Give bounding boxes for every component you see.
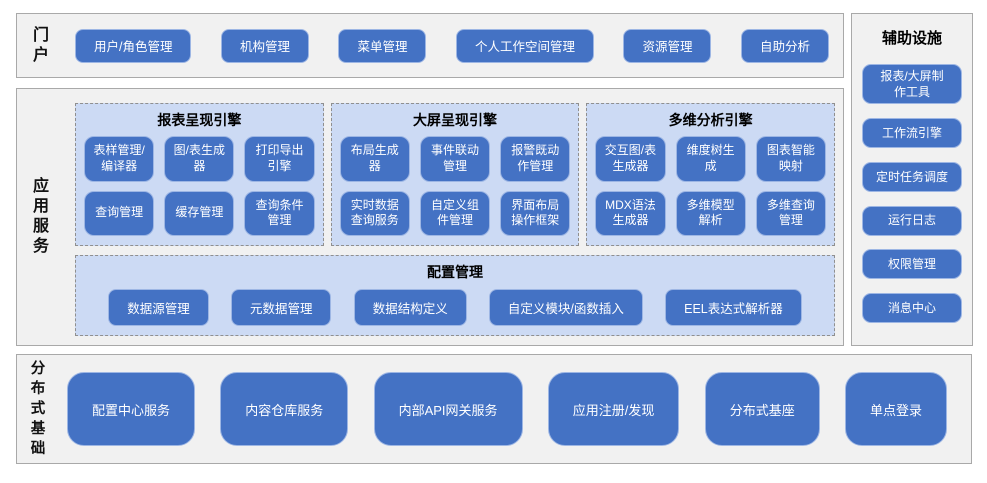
- auxiliary-section: 辅助设施 报表/大屏制作工具 工作流引擎 定时任务调度 运行日志 权限管理 消息…: [851, 13, 973, 346]
- custom-module-function-insert-button[interactable]: 自定义模块/函数插入: [488, 288, 643, 326]
- dashboard-engine-title: 大屏呈现引擎: [413, 112, 497, 128]
- app-services-section: 应用服务 报表呈现引擎 表样管理/编译器 图/表生成器 打印导出引擎 查询管理 …: [16, 88, 844, 346]
- portal-button-row: 用户/角色管理 机构管理 菜单管理 个人工作空间管理 资源管理 自助分析: [75, 28, 829, 63]
- olap-engine-panel: 多维分析引擎 交互图/表生成器 维度树生成 图表智能映射 MDX语法生成器 多维…: [586, 103, 836, 246]
- event-linkage-mgmt-button[interactable]: 事件联动管理: [419, 136, 491, 182]
- config-center-service-button[interactable]: 配置中心服务: [67, 372, 196, 446]
- resource-mgmt-button[interactable]: 资源管理: [623, 28, 712, 63]
- auxiliary-title: 辅助设施: [881, 30, 942, 47]
- alarm-action-mgmt-button[interactable]: 报警既动作管理: [500, 136, 571, 182]
- olap-engine-title: 多维分析引擎: [668, 112, 753, 128]
- mdx-syntax-generator-button[interactable]: MDX语法生成器: [595, 190, 666, 236]
- org-mgmt-button[interactable]: 机构管理: [220, 28, 309, 63]
- run-log-button[interactable]: 运行日志: [862, 205, 962, 236]
- dashboard-engine-grid: 布局生成器 事件联动管理 报警既动作管理 实时数据查询服务 自定义组件管理 界面…: [339, 136, 571, 236]
- ui-layout-framework-button[interactable]: 界面布局操作框架: [500, 190, 571, 236]
- report-engine-panel: 报表呈现引擎 表样管理/编译器 图/表生成器 打印导出引擎 查询管理 缓存管理 …: [75, 103, 324, 246]
- personal-workspace-mgmt-button[interactable]: 个人工作空间管理: [455, 28, 594, 63]
- report-dashboard-tool-button[interactable]: 报表/大屏制作工具: [862, 63, 962, 105]
- config-mgmt-title: 配置管理: [427, 264, 483, 280]
- datasource-mgmt-button[interactable]: 数据源管理: [108, 288, 209, 326]
- distributed-base-button[interactable]: 分布式基座: [704, 372, 820, 446]
- query-condition-mgmt-button[interactable]: 查询条件管理: [244, 190, 315, 236]
- dashboard-engine-panel: 大屏呈现引擎 布局生成器 事件联动管理 报警既动作管理 实时数据查询服务 自定义…: [330, 103, 580, 246]
- eel-expression-parser-button[interactable]: EEL表达式解析器: [665, 288, 802, 326]
- app-register-discovery-button[interactable]: 应用注册/发现: [547, 372, 680, 446]
- config-mgmt-row: 数据源管理 元数据管理 数据结构定义 自定义模块/函数插入 EEL表达式解析器: [86, 288, 824, 326]
- internal-api-gateway-button[interactable]: 内部API网关服务: [373, 372, 523, 446]
- foundation-label: 分布式基础: [30, 361, 46, 457]
- multidim-query-mgmt-button[interactable]: 多维查询管理: [755, 190, 827, 236]
- data-structure-definition-button[interactable]: 数据结构定义: [353, 288, 467, 326]
- content-repo-service-button[interactable]: 内容仓库服务: [220, 372, 349, 446]
- custom-component-mgmt-button[interactable]: 自定义组件管理: [419, 190, 491, 236]
- query-mgmt-button[interactable]: 查询管理: [84, 190, 155, 236]
- print-export-engine-button[interactable]: 打印导出引擎: [244, 136, 315, 182]
- chart-table-generator-button[interactable]: 图/表生成器: [164, 136, 235, 182]
- chart-smart-mapping-button[interactable]: 图表智能映射: [755, 136, 827, 182]
- foundation-button-row: 配置中心服务 内容仓库服务 内部API网关服务 应用注册/发现 分布式基座 单点…: [67, 372, 947, 446]
- layout-generator-button[interactable]: 布局生成器: [339, 136, 410, 182]
- workflow-engine-button[interactable]: 工作流引擎: [862, 117, 962, 148]
- interactive-chart-generator-button[interactable]: 交互图/表生成器: [595, 136, 666, 182]
- realtime-data-query-service-button[interactable]: 实时数据查询服务: [339, 190, 410, 236]
- foundation-section: 分布式基础 配置中心服务 内容仓库服务 内部API网关服务 应用注册/发现 分布…: [16, 354, 972, 464]
- config-mgmt-panel: 配置管理 数据源管理 元数据管理 数据结构定义 自定义模块/函数插入 EEL表达…: [75, 255, 835, 336]
- permission-mgmt-button[interactable]: 权限管理: [862, 249, 962, 280]
- scheduled-task-button[interactable]: 定时任务调度: [862, 161, 962, 192]
- multidim-model-parsing-button[interactable]: 多维模型解析: [675, 190, 746, 236]
- menu-mgmt-button[interactable]: 菜单管理: [338, 28, 427, 63]
- report-engine-grid: 表样管理/编译器 图/表生成器 打印导出引擎 查询管理 缓存管理 查询条件管理: [84, 136, 315, 236]
- dimension-tree-generation-button[interactable]: 维度树生成: [675, 136, 746, 182]
- cache-mgmt-button[interactable]: 缓存管理: [164, 190, 235, 236]
- portal-label: 门户: [32, 26, 49, 64]
- message-center-button[interactable]: 消息中心: [862, 293, 962, 324]
- metadata-mgmt-button[interactable]: 元数据管理: [230, 288, 332, 326]
- olap-engine-grid: 交互图/表生成器 维度树生成 图表智能映射 MDX语法生成器 多维模型解析 多维…: [595, 136, 827, 236]
- report-engine-title: 报表呈现引擎: [157, 112, 242, 128]
- auxiliary-button-column: 报表/大屏制作工具 工作流引擎 定时任务调度 运行日志 权限管理 消息中心: [852, 48, 972, 345]
- user-role-mgmt-button[interactable]: 用户/角色管理: [75, 28, 192, 63]
- app-services-label: 应用服务: [32, 178, 49, 255]
- app-services-content: 报表呈现引擎 表样管理/编译器 图/表生成器 打印导出引擎 查询管理 缓存管理 …: [75, 103, 836, 336]
- sso-button[interactable]: 单点登录: [844, 372, 947, 446]
- style-mgmt-compiler-button[interactable]: 表样管理/编译器: [84, 136, 155, 182]
- engine-panels: 报表呈现引擎 表样管理/编译器 图/表生成器 打印导出引擎 查询管理 缓存管理 …: [75, 103, 836, 246]
- portal-section: 门户 用户/角色管理 机构管理 菜单管理 个人工作空间管理 资源管理 自助分析: [16, 13, 844, 78]
- self-service-analysis-button[interactable]: 自助分析: [740, 28, 829, 63]
